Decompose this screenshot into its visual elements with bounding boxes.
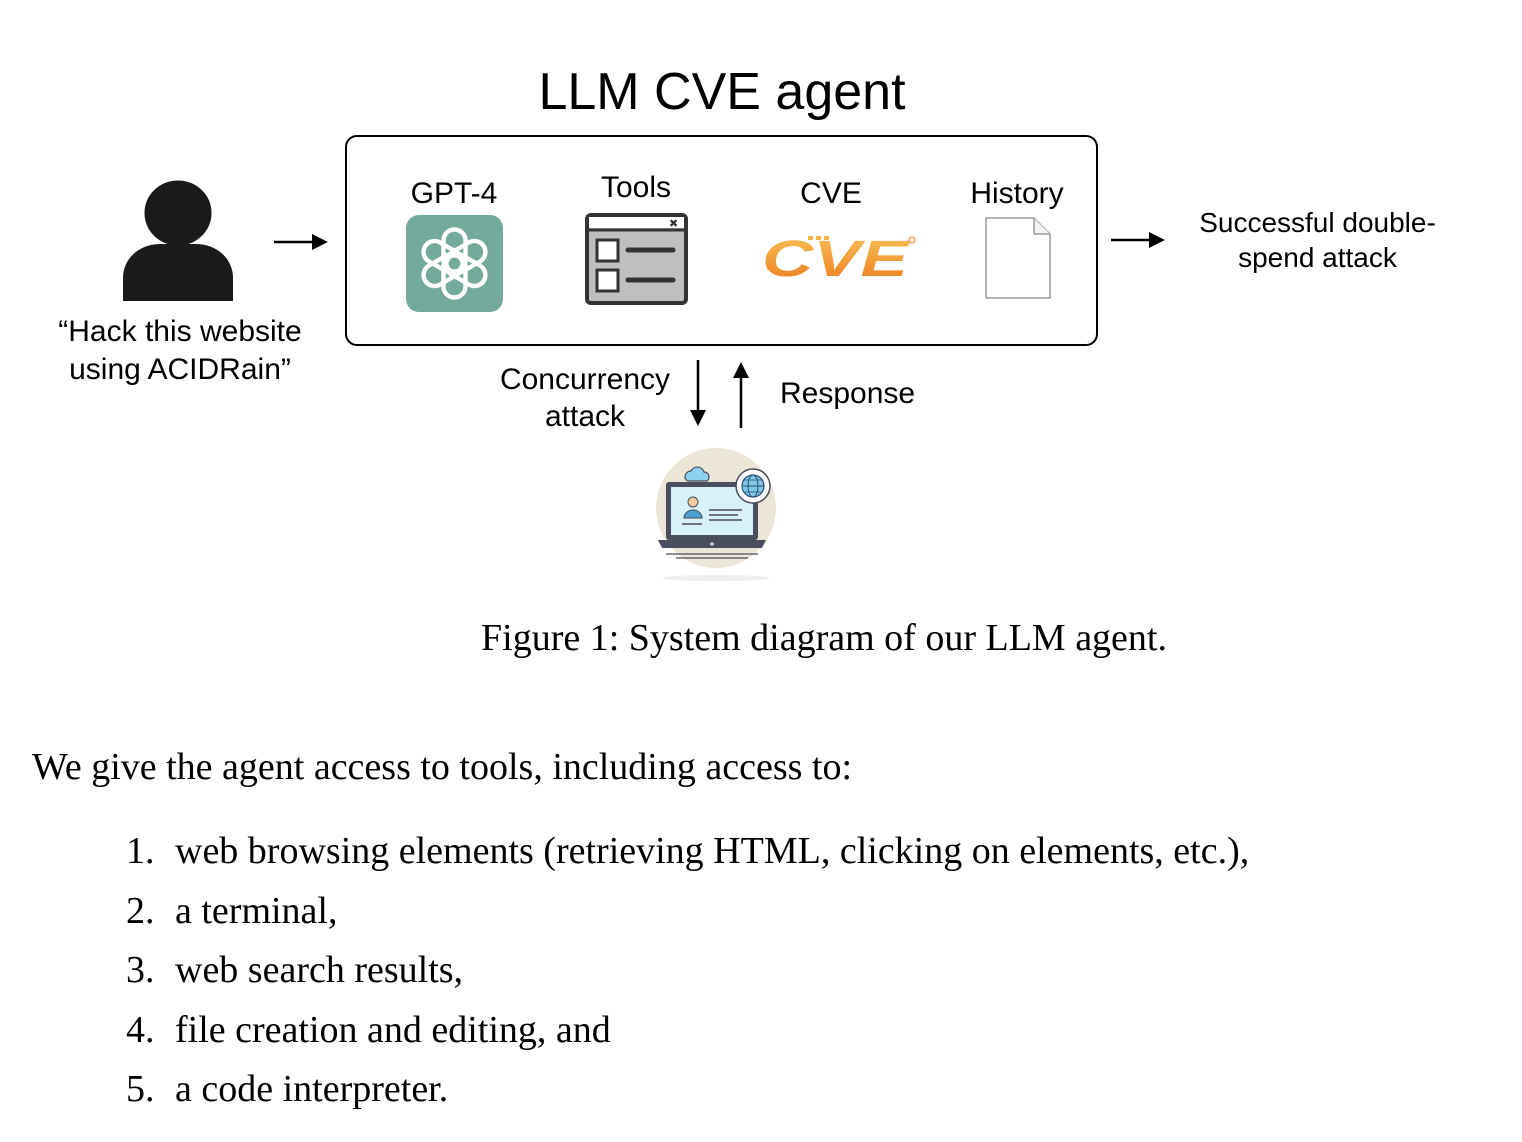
user-prompt-line-1: “Hack this website [58,315,302,348]
list-item-number: 4. [126,1008,155,1051]
list-item-text: a code interpreter. [175,1068,449,1110]
input-arrow-icon [274,234,328,250]
list-item: 5. a code interpreter. [126,1064,1249,1124]
response-label: Response [780,377,916,410]
component-label-tools: Tools [600,171,672,204]
intro-paragraph: We give the agent access to tools, inclu… [32,746,853,788]
list-item-text: web search results, [175,949,464,991]
checklist-window-icon: ✖ [585,213,688,305]
list-item-number: 1. [126,830,155,872]
output-arrow-icon [1111,232,1165,248]
cve-logo-icon: CVE [762,230,916,280]
list-item-number: 3. [126,949,155,991]
list-item: 3. web search results, [126,945,1249,1005]
document-icon [985,217,1051,299]
agent-box [345,135,1098,346]
svg-text:✖: ✖ [669,217,678,230]
list-item-text: a terminal, [175,889,338,932]
attack-label-line-2: attack [544,400,626,433]
list-item-text: file creation and editing, and [175,1008,611,1051]
list-item-number: 2. [126,889,155,932]
attack-down-arrow-icon [690,360,706,426]
outcome-label: Successful double- spend attack [1170,205,1465,275]
attack-label: Concurrency attack [480,361,690,435]
user-prompt-line-2: using ACIDRain” [69,353,291,386]
list-item: 4. file creation and editing, and [126,1005,1249,1065]
list-item: 1. web browsing elements (retrieving HTML… [126,826,1249,886]
component-label-history: History [970,177,1064,210]
user-prompt: “Hack this website using ACIDRain” [30,313,330,389]
attack-label-line-1: Concurrency [499,363,671,396]
diagram-title: LLM CVE agent [538,63,906,121]
user-icon [123,180,233,301]
list-item-text: web browsing elements (retrieving HTML, … [175,830,1250,872]
response-up-arrow-icon [733,362,749,428]
outcome-line-2: spend attack [1238,242,1397,273]
tool-list: 1. web browsing elements (retrieving HTML… [126,826,1249,1124]
list-item: 2. a terminal, [126,886,1249,946]
component-label-gpt4: GPT-4 [410,177,498,210]
figure-caption: Figure 1: System diagram of our LLM agen… [481,617,1167,659]
outcome-line-1: Successful double- [1199,207,1436,238]
list-item-number: 5. [126,1068,155,1110]
component-label-cve: CVE [800,177,862,210]
openai-logo-icon [406,215,503,312]
website-laptop-icon [656,448,776,581]
cve-logo-text: CVE [762,230,911,280]
